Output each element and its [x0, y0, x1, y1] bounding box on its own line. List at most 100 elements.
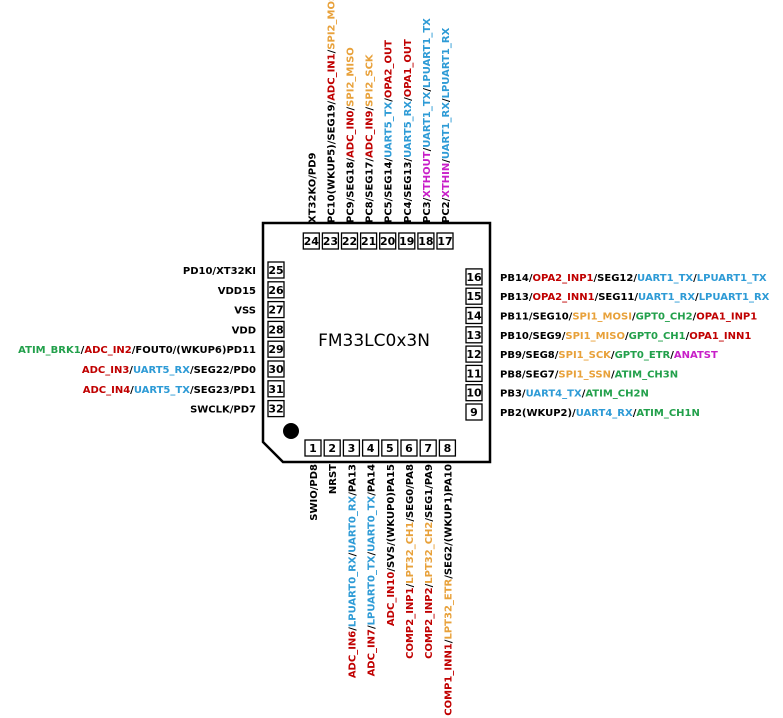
pin-16-label-part: UART1_TX: [637, 273, 693, 284]
pin-5-label-part: /SVS/(WKUP0)PA15: [386, 464, 397, 572]
pin-23-label-part: PC10(WKUP5)/SEG19/: [326, 100, 337, 223]
pin-18-box: [417, 232, 435, 250]
pin-30-label-part: /: [129, 365, 133, 376]
pin-group: 1SWIO/PD82NRST3ADC_IN6/LPUART0_RX/UART0_…: [18, 0, 769, 716]
pin-21-label-part: ADC_IN9: [365, 110, 376, 157]
pin-30-label-part: ADC_IN3: [82, 365, 129, 376]
pin-15-label-part: PB13/: [500, 292, 533, 303]
pin-21-label: PC8/SEG17/ADC_IN9/SPI2_SCK: [365, 53, 376, 223]
pin-24-number: 24: [304, 235, 320, 248]
pin-26-number: 26: [268, 284, 284, 297]
pin-8-label-part: /SEG2/(WKUP1)PA10: [443, 464, 454, 579]
pin-19-label-part: /: [403, 97, 414, 101]
pin-7-label: COMP2_INP2/LPT32_CH2/SEG1/PA9: [424, 464, 435, 659]
pin-23-label: PC10(WKUP5)/SEG19/ADC_IN1/SPI2_MOSI: [326, 0, 337, 223]
pin-3-label-part: ADC_IN6: [347, 631, 358, 678]
pin-3-label-part: UART0_RX: [347, 495, 358, 552]
pin-23-label-part: /: [326, 49, 337, 53]
pin-7-box: [419, 439, 437, 457]
pin-2-box: [323, 439, 341, 457]
pin-13-label-part: OPA1_INN1: [689, 331, 751, 342]
pin-21-label-part: SPI2_SCK: [365, 53, 376, 107]
chip-name: FM33LC0x3N: [318, 331, 430, 351]
pin-12-label-part: PB9/SEG8/: [500, 350, 559, 361]
pin-22-number: 22: [342, 235, 357, 248]
pin-8-label: COMP1_INN1/LPT32_ETR/SEG2/(WKUP1)PA10: [443, 464, 454, 716]
pin-24-label: XT32KO/PD9: [307, 152, 318, 223]
pin-2-label: NRST: [328, 464, 339, 494]
pin-29-label: ATIM_BRK1/ADC_IN2/FOUT0/(WKUP6)PD11: [18, 345, 256, 356]
pin-16-box: [465, 268, 483, 286]
pin-15-label-part: LPUART1_RX: [699, 292, 770, 303]
pin-16-label: PB14/OPA2_INP1/SEG12/UART1_TX/LPUART1_TX: [500, 273, 767, 284]
pin-11-box: [465, 364, 483, 383]
pin-26-label: VDD15: [218, 286, 256, 297]
pin-3-label-part: /PA13: [347, 464, 358, 496]
pin-27-label-part: VSS: [234, 306, 256, 317]
pin-31-number: 31: [268, 383, 283, 396]
pin-17-label-part: XTHIN: [441, 163, 452, 198]
pin-21-label-part: /: [365, 106, 376, 110]
pin-8-label-part: LPT32_ETR: [443, 578, 454, 639]
pin-14-number: 14: [466, 310, 482, 323]
pin-14-label-part: PB11/SEG10/: [500, 312, 573, 323]
pin-17-number: 17: [437, 235, 452, 248]
pin-16-number: 16: [466, 271, 482, 284]
pin-15-label-part: OPA2_INN1: [533, 292, 595, 303]
pin-9-label-part: /: [633, 408, 637, 419]
pin-32-label-part: SWCLK/PD7: [190, 405, 256, 416]
pin-3-label: ADC_IN6/LPUART0_RX/UART0_RX/PA13: [347, 464, 358, 678]
pin-19-label-part: UART5_RX: [403, 101, 414, 158]
pin-25-box: [267, 261, 285, 279]
pin-23-box: [321, 232, 340, 250]
pin-14-label-part: OPA1_INP1: [696, 312, 757, 323]
pin-9-label-part: PB2(WKUP2)/: [500, 408, 576, 419]
pin1-marker-dot: [283, 423, 299, 439]
pin-8-label-part: COMP1_INN1: [443, 643, 454, 716]
pin-8-number: 8: [444, 442, 452, 455]
pin-29-box: [267, 340, 285, 358]
pin-26-label-part: VDD15: [218, 286, 256, 297]
pin-12-label: PB9/SEG8/SPI1_SCK/GPT0_ETR/ANATST: [500, 350, 718, 361]
pin-31-label-part: UART5_TX: [134, 385, 190, 396]
pin-20-label-part: /: [384, 98, 395, 102]
pin-3-number: 3: [348, 442, 356, 455]
pin-17-label-part: /: [441, 159, 452, 163]
pin-14-label-part: /: [693, 312, 697, 323]
pin-10-label-part: PB3/: [500, 389, 526, 400]
pin-4-label: ADC_IN7/LPUART0_TX/UART0_TX/PA14: [367, 464, 378, 676]
pin-25-number: 25: [268, 264, 283, 277]
pin-30-label-part: /SEG22/PD0: [190, 365, 256, 376]
pin-32-label: SWCLK/PD7: [190, 405, 256, 416]
pin-2-number: 2: [328, 442, 336, 455]
pin-4-label-part: /: [367, 552, 378, 556]
pin-18-number: 18: [418, 235, 433, 248]
pin-13-number: 13: [466, 329, 481, 342]
pin-17-box: [436, 232, 454, 250]
pin-13-label-part: GPT0_CH1: [629, 331, 686, 342]
pin-7-label-part: LPT32_CH2: [424, 522, 435, 584]
pin-22-label: PC9/SEG18/ADC_IN0/SPI2_MISO: [346, 47, 357, 223]
pin-13-label-part: /: [686, 331, 690, 342]
pin-27-box: [267, 300, 285, 319]
pin-3-label-part: /: [347, 552, 358, 556]
pin-11-label-part: SPI1_SSN: [558, 369, 611, 380]
pin-18-label-part: LPUART1_TX: [422, 18, 433, 88]
pin-10-number: 10: [466, 387, 482, 400]
pin-17-label-part: LPUART1_RX: [441, 27, 452, 98]
pin-16-label-part: /SEG12/: [594, 273, 638, 284]
pin-1-label-part: SWIO/PD8: [309, 464, 320, 521]
pin-4-label-part: ADC_IN7: [367, 629, 378, 676]
pin-15-label: PB13/OPA2_INN1/SEG11/UART1_RX/LPUART1_RX: [500, 292, 770, 303]
pin-30-label-part: UART5_RX: [133, 365, 190, 376]
pin-14-label: PB11/SEG10/SPI1_MOSI/GPT0_CH2/OPA1_INP1: [500, 312, 757, 323]
pin-14-label-part: /: [632, 312, 636, 323]
pin-22-label-part: ADC_IN0: [346, 110, 357, 157]
pin-32-box: [267, 399, 285, 418]
pin-22-label-part: PC9/SEG18/: [346, 158, 357, 223]
chip-package: [261, 221, 492, 464]
pin-28-label: VDD: [232, 325, 256, 336]
pin-10-label-part: ATIM_CH2N: [585, 389, 649, 400]
pin-20-label-part: UART5_TX: [384, 102, 395, 158]
